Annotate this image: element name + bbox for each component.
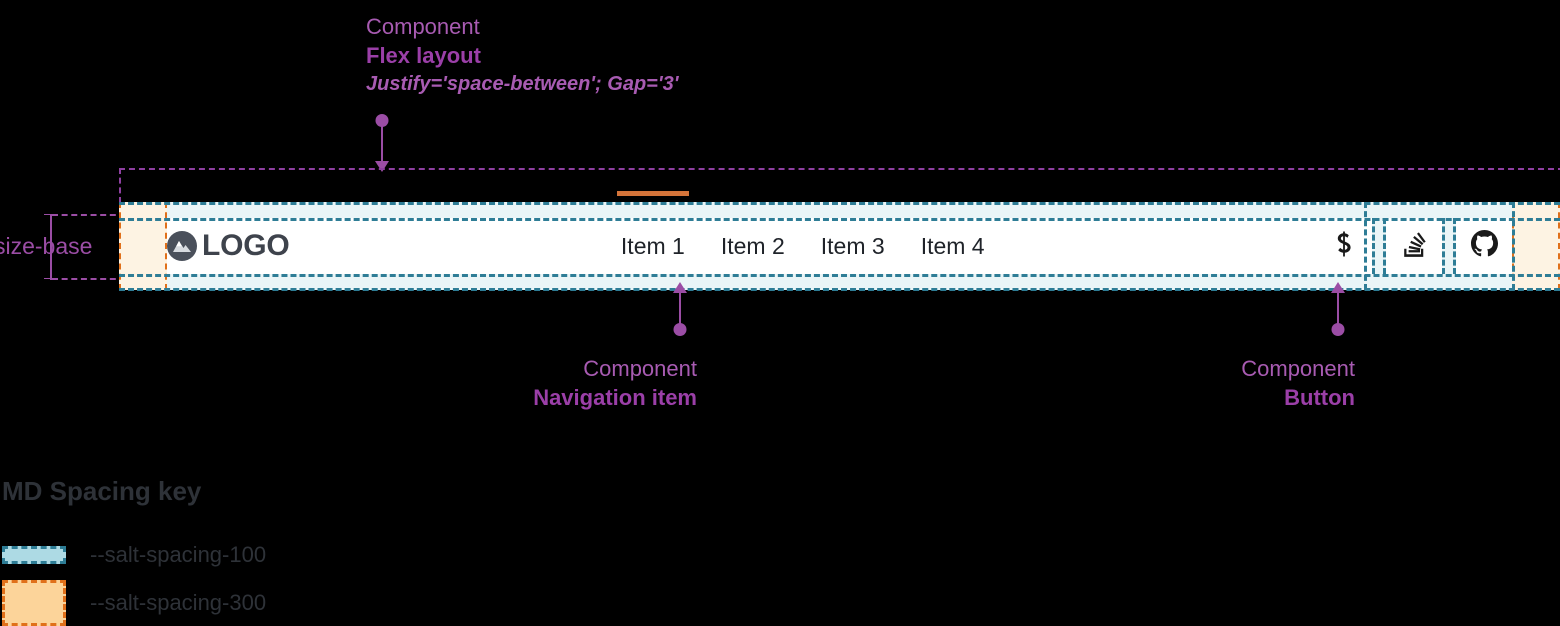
nav-item-1[interactable]: Item 1 [603,233,703,260]
legend-label-spacing-300: --salt-spacing-300 [90,590,267,615]
nav-item-4[interactable]: Item 4 [920,232,985,259]
stack-overflow-button[interactable] [1386,218,1442,274]
logo[interactable]: LOGO [167,229,290,263]
legend-row-spacing-100: --salt-spacing-100 [2,542,266,568]
annotation-arrow-flex-layout [375,114,389,172]
mountain-logo-icon [167,231,197,261]
size-base-bracket [44,214,164,280]
arrow-head [375,161,389,172]
annotation-flex-layout: Component Flex layout Justify='space-bet… [366,12,678,97]
bracket-tick-top [44,214,58,215]
action-gap-2 [1442,218,1456,274]
annotation-navigation-item: Component Navigation item [415,354,697,413]
stack-overflow-icon [1401,230,1427,263]
navbar: LOGO Item 1 Item 2 Item 3 Item 4 [119,202,1560,291]
arrow-stem [381,120,383,162]
annotation-flex-layout-name: Flex layout [366,43,481,69]
button-group-boundary-left [1364,202,1367,290]
action-gap-1 [1372,218,1386,274]
arrow-stem [1337,292,1339,330]
bracket-vertical-bar [50,214,52,280]
navigation-items: Item 1 Item 2 Item 3 Item 4 [603,233,1003,260]
arrow-stem [679,292,681,330]
annotation-button-kind: Component [1241,356,1355,381]
arrow-head [673,282,687,293]
nav-item-3[interactable]: Item 3 [820,232,885,259]
bracket-lead-top [52,214,164,216]
spacing-100-boundary-bottom [119,274,1560,277]
spacing-100-boundary-top [119,218,1560,221]
annotation-navigation-item-name: Navigation item [533,385,697,411]
annotation-button: Component Button [1075,354,1355,413]
annotation-button-name: Button [1284,385,1355,411]
annotation-navigation-item-kind: Component [583,356,697,381]
salt-s-icon [1332,230,1356,263]
annotation-flex-layout-props: Justify='space-between'; Gap='3' [366,72,679,95]
navbar-content: LOGO Item 1 Item 2 Item 3 Item 4 [167,218,1512,274]
bracket-lead-bottom [52,278,164,280]
annotation-arrow-button [1331,282,1345,336]
arrow-head [1331,282,1345,293]
arrow-dot [1331,323,1345,336]
annotation-flex-layout-kind: Component [366,14,480,39]
bracket-tick-bottom [44,278,58,279]
github-button[interactable] [1456,218,1512,274]
legend-swatch-spacing-100 [2,546,66,564]
button-group-boundary-right [1512,202,1515,290]
github-icon [1470,230,1498,262]
spacing-key-legend: MD Spacing key --salt-spacing-100 --salt… [0,470,420,626]
navbar-actions [1316,218,1512,274]
arrow-dot [673,323,687,336]
logo-text: LOGO [202,229,290,262]
navbar-boundary-bottom [119,288,1560,291]
legend-label-spacing-100: --salt-spacing-100 [90,542,267,567]
size-base-label: size-base [0,233,93,259]
legend-row-spacing-300: --salt-spacing-300 [2,580,266,626]
navbar-boundary-top [119,202,1560,205]
legend-title: MD Spacing key [2,476,202,506]
salt-button[interactable] [1316,218,1372,274]
legend-swatch-spacing-300 [2,580,66,626]
annotation-arrow-navigation-item [673,282,687,336]
nav-item-2[interactable]: Item 2 [720,232,785,259]
